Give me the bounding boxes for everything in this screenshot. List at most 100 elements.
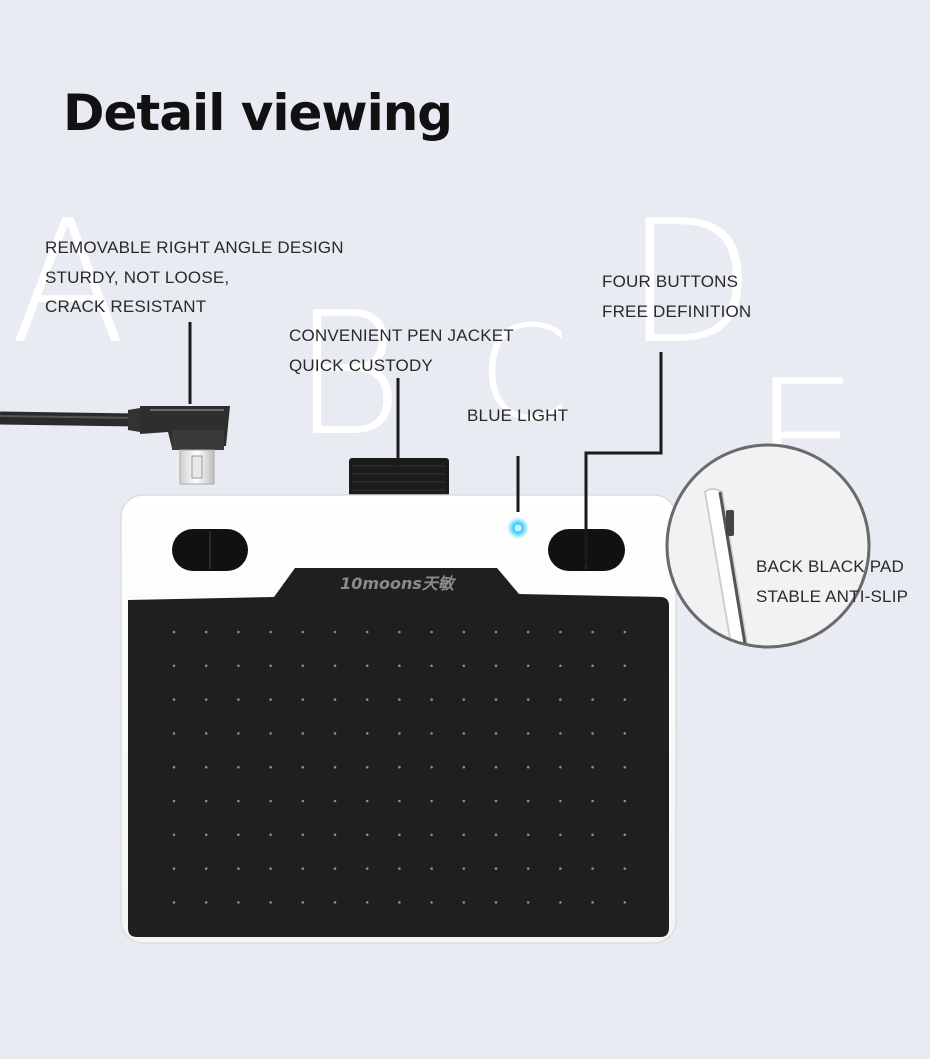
feature-back-pad-line-1: BACK BLACK PAD bbox=[756, 557, 904, 576]
surface-dot bbox=[301, 732, 305, 735]
surface-dot bbox=[494, 664, 498, 668]
surface-dot bbox=[172, 630, 176, 634]
surface-dot bbox=[172, 698, 176, 701]
surface-dot bbox=[333, 867, 337, 870]
surface-dot bbox=[204, 765, 208, 769]
surface-dot bbox=[462, 867, 466, 870]
surface-dot bbox=[623, 901, 627, 904]
feature-blue-light-line-1: BLUE LIGHT bbox=[467, 406, 569, 425]
surface-dot bbox=[526, 833, 530, 837]
surface-dot bbox=[430, 799, 433, 803]
surface-dot bbox=[623, 799, 627, 803]
surface-dot bbox=[591, 867, 594, 870]
feature-pen-jacket-line-1: CONVENIENT PEN JACKET bbox=[289, 326, 514, 345]
letter-d: D bbox=[625, 184, 756, 382]
surface-dot bbox=[333, 732, 337, 735]
surface-dot bbox=[591, 698, 594, 701]
surface-dot bbox=[398, 732, 401, 735]
surface-dot bbox=[398, 664, 401, 668]
surface-dot bbox=[494, 901, 498, 904]
surface-dot bbox=[237, 698, 240, 701]
surface-dot bbox=[237, 664, 240, 668]
feature-cable-line-1: REMOVABLE RIGHT ANGLE DESIGN bbox=[45, 238, 344, 257]
surface-dot bbox=[494, 732, 498, 735]
surface-dot bbox=[172, 833, 176, 837]
surface-dot bbox=[526, 664, 530, 668]
surface-dot bbox=[269, 630, 272, 634]
feature-buttons-line-2: FREE DEFINITION bbox=[602, 301, 752, 321]
surface-dot bbox=[623, 867, 627, 870]
surface-dot bbox=[333, 799, 337, 803]
surface-dot bbox=[301, 630, 305, 634]
surface-dot bbox=[526, 698, 530, 701]
surface-dot bbox=[237, 867, 240, 870]
surface-dot bbox=[398, 698, 401, 701]
feature-cable-line-2: STURDY, NOT LOOSE, bbox=[45, 267, 230, 287]
zoom-lens-icon bbox=[665, 443, 871, 649]
surface-dot bbox=[398, 630, 401, 634]
feature-cable: REMOVABLE RIGHT ANGLE DESIGN STURDY, NOT… bbox=[45, 233, 344, 322]
feature-pen-jacket: CONVENIENT PEN JACKET QUICK CUSTODY bbox=[289, 321, 514, 380]
surface-dot bbox=[591, 901, 594, 904]
surface-dot bbox=[237, 630, 240, 634]
surface-dot bbox=[365, 698, 369, 701]
surface-dot bbox=[204, 833, 208, 837]
surface-dot bbox=[398, 765, 401, 769]
usb-cable-icon bbox=[0, 406, 230, 485]
surface-dot bbox=[269, 833, 272, 837]
surface-dot bbox=[623, 833, 627, 837]
surface-dot bbox=[462, 901, 466, 904]
surface-dot bbox=[204, 732, 208, 735]
surface-dot-grid bbox=[172, 630, 627, 904]
surface-dot bbox=[269, 901, 272, 904]
surface-dot bbox=[333, 765, 337, 769]
surface-dot bbox=[526, 799, 530, 803]
surface-dot bbox=[494, 867, 498, 870]
surface-dot bbox=[462, 799, 466, 803]
surface-dot bbox=[559, 867, 562, 870]
letter-a: A bbox=[10, 184, 127, 382]
surface-dot bbox=[333, 630, 337, 634]
surface-dot bbox=[559, 698, 562, 701]
shortcut-buttons-left bbox=[172, 529, 248, 571]
surface-dot bbox=[430, 833, 433, 837]
surface-dot bbox=[365, 867, 369, 870]
surface-dot bbox=[365, 630, 369, 634]
surface-dot bbox=[559, 765, 562, 769]
surface-dot bbox=[526, 630, 530, 634]
surface-dot bbox=[430, 698, 433, 701]
surface-dot bbox=[365, 765, 369, 769]
page-title: Detail viewing bbox=[63, 84, 453, 142]
surface-dot bbox=[526, 765, 530, 769]
surface-dot bbox=[559, 901, 562, 904]
surface-dot bbox=[301, 664, 305, 668]
surface-dot bbox=[269, 698, 272, 701]
surface-dot bbox=[559, 732, 562, 735]
surface-dot bbox=[430, 630, 433, 634]
surface-dot bbox=[365, 799, 369, 803]
surface-dot bbox=[494, 765, 498, 769]
surface-dot bbox=[301, 833, 305, 837]
brand-logo: 10moons天敏 bbox=[340, 574, 457, 593]
surface-dot bbox=[398, 901, 401, 904]
feature-buttons: FOUR BUTTONS FREE DEFINITION bbox=[602, 267, 751, 326]
surface-dot bbox=[591, 799, 594, 803]
surface-dot bbox=[494, 698, 498, 701]
surface-dot bbox=[591, 765, 594, 769]
surface-dot bbox=[430, 901, 433, 904]
feature-back-pad-line-2: STABLE ANTI-SLIP bbox=[756, 586, 909, 606]
surface-dot bbox=[365, 664, 369, 668]
surface-dot bbox=[623, 698, 627, 701]
surface-dot bbox=[301, 901, 305, 904]
tablet-body bbox=[120, 494, 677, 944]
feature-back-pad: BACK BLACK PAD STABLE ANTI-SLIP bbox=[756, 552, 908, 611]
surface-dot bbox=[398, 867, 401, 870]
surface-dot bbox=[365, 901, 369, 904]
surface-dot bbox=[269, 765, 272, 769]
surface-dot bbox=[333, 833, 337, 837]
surface-dot bbox=[623, 732, 627, 735]
surface-dot bbox=[462, 732, 466, 735]
surface-dot bbox=[430, 867, 433, 870]
surface-dot bbox=[269, 732, 272, 735]
